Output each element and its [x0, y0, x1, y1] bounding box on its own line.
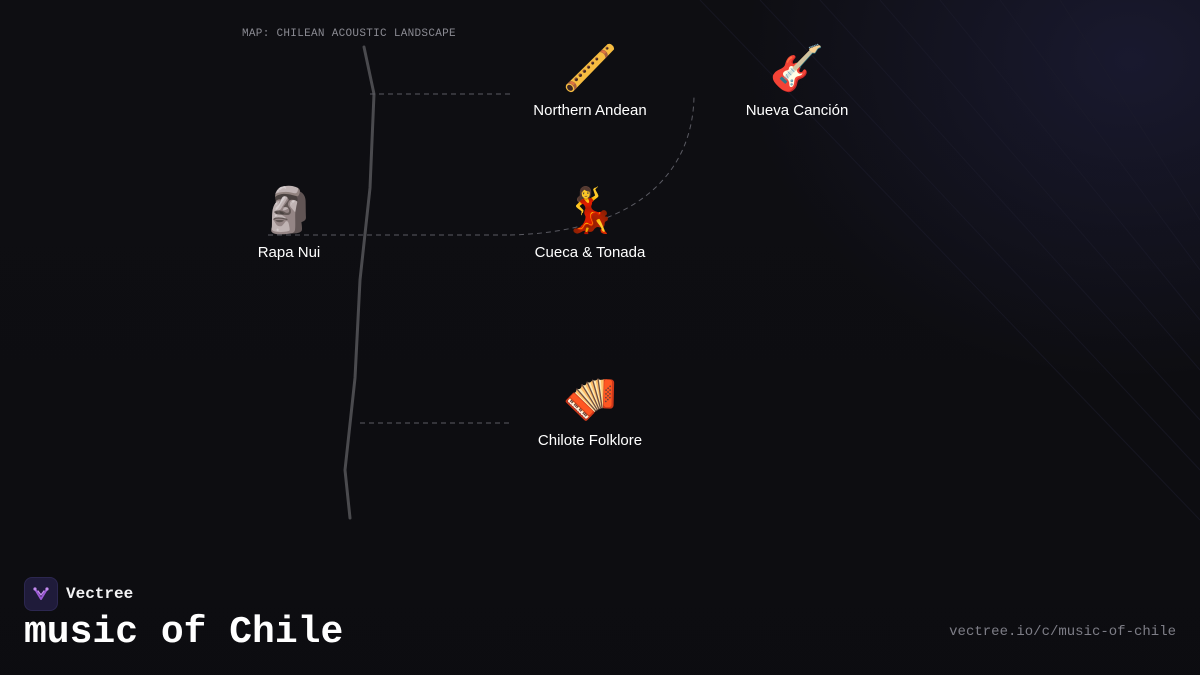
moai-icon: 🗿	[261, 186, 317, 235]
accordion-icon: 🪗	[562, 374, 618, 423]
brand-name: Vectree	[66, 585, 134, 603]
map-caption: MAP: CHILEAN ACOUSTIC LANDSCAPE	[242, 28, 456, 40]
region-label: Northern Andean	[533, 102, 647, 119]
region-label: Cueca & Tonada	[534, 244, 646, 261]
flute-icon: 🪈	[562, 44, 618, 93]
region-chilote-folklore[interactable]: 🪗 Chilote Folklore	[500, 372, 680, 449]
region-nueva-cancion[interactable]: 🎸 Nueva Canción	[707, 42, 887, 119]
vectree-logo-icon	[24, 577, 58, 611]
page-title: music of Chile	[24, 611, 344, 654]
region-cueca-tonada[interactable]: 💃 Cueca & Tonada	[500, 184, 680, 261]
region-connectors	[268, 93, 695, 424]
region-rapa-nui[interactable]: 🗿 Rapa Nui	[199, 184, 379, 261]
region-label: Chilote Folklore	[537, 432, 643, 449]
brand[interactable]: Vectree	[24, 577, 133, 611]
page-url[interactable]: vectree.io/c/music-of-chile	[949, 624, 1176, 640]
region-northern-andean[interactable]: 🪈 Northern Andean	[500, 42, 680, 119]
region-label: Rapa Nui	[257, 244, 321, 261]
connector-cueca-nueva-cancion	[509, 93, 695, 236]
dancer-icon: 💃	[562, 186, 618, 235]
region-label: Nueva Canción	[745, 102, 849, 119]
guitar-icon: 🎸	[769, 44, 825, 93]
chile-coastline	[343, 45, 376, 520]
